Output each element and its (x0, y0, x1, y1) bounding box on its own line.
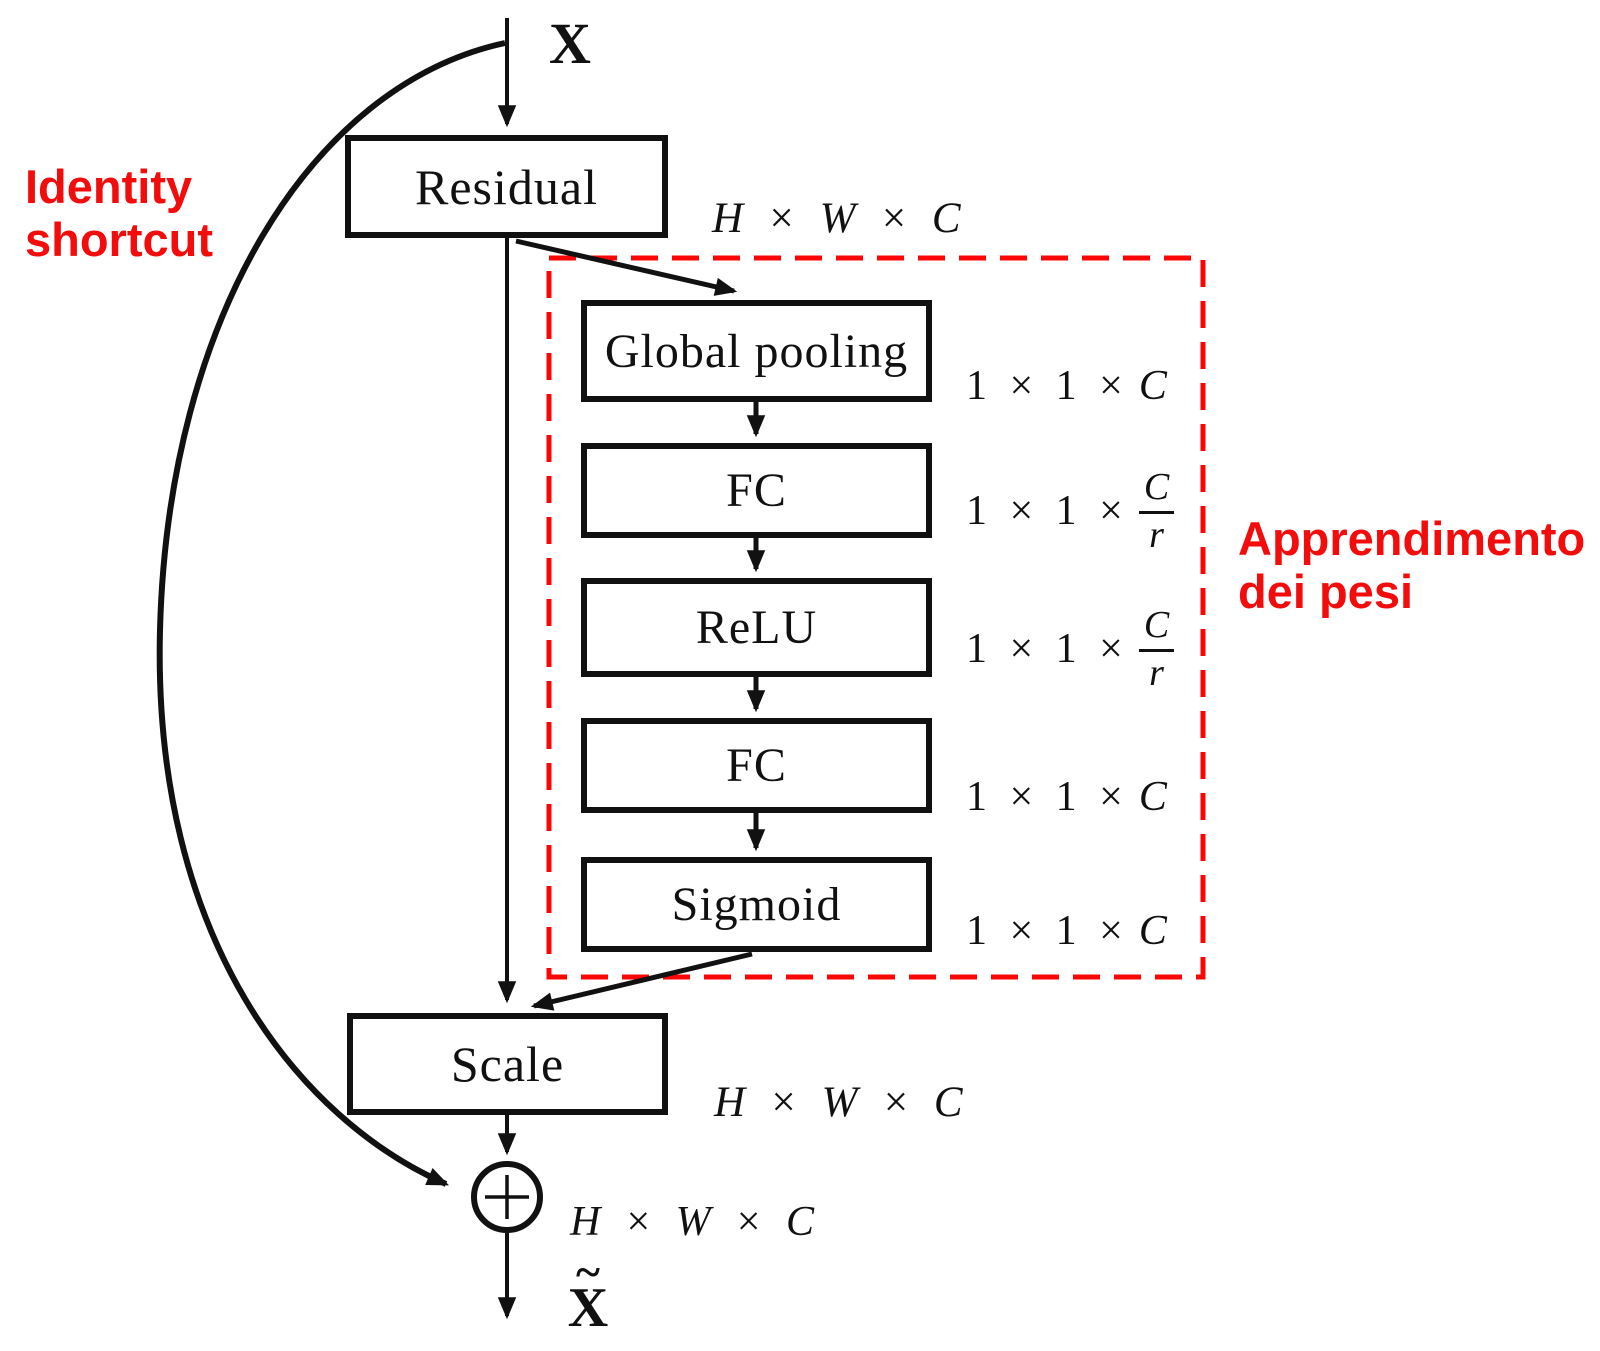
identity-shortcut-note-line2: shortcut (25, 213, 213, 266)
identity-shortcut-note-line1: Identity (25, 160, 193, 213)
fc1-box: FC (581, 443, 932, 538)
weight-learning-note: Apprendimento dei pesi (1238, 512, 1585, 618)
sum-output-dims: H × W × C (570, 1199, 818, 1245)
identity-shortcut-arrow (156, 40, 506, 1187)
dim-prefix: 1 × 1 × (966, 363, 1125, 409)
dim-symbol: C (1138, 774, 1169, 820)
weights-region-dashed-box (546, 255, 1206, 980)
fc2-box: FC (581, 718, 932, 813)
dim-label-fc2: 1 × 1 × C (966, 773, 1169, 821)
weight-learning-note-line1: Apprendimento (1238, 512, 1586, 565)
dim-label-global-pooling: 1 × 1 × C (966, 362, 1169, 410)
plus-operator-icon (485, 1175, 529, 1219)
dim-symbol: C (1138, 363, 1169, 409)
sum-circle (471, 1161, 543, 1233)
residual-to-global-pooling-arrow (515, 238, 738, 296)
dim-prefix: 1 × 1 × (966, 487, 1125, 534)
output-tensor-label: X (567, 1277, 609, 1339)
fraction-denominator: r (1149, 513, 1164, 556)
fraction-numerator: C (1138, 467, 1175, 514)
identity-shortcut-note: Identity shortcut (25, 160, 213, 266)
relu-box: ReLU (581, 578, 932, 677)
scale-output-dims: H × W × C (714, 1079, 966, 1126)
weight-learning-note-line2: dei pesi (1238, 565, 1414, 618)
dim-prefix: 1 × 1 × (966, 908, 1125, 954)
scale-box: Scale (347, 1013, 668, 1115)
residual-output-dims: H × W × C (712, 195, 964, 242)
dim-prefix: 1 × 1 × (966, 625, 1125, 672)
fraction-denominator: r (1149, 651, 1164, 694)
sigmoid-box: Sigmoid (581, 857, 932, 952)
input-tensor-label: X (549, 11, 591, 76)
dim-symbol: C (1138, 908, 1169, 954)
sigmoid-to-scale-arrow (530, 951, 753, 1011)
global-pooling-box: Global pooling (581, 300, 932, 402)
dim-label-sigmoid: 1 × 1 × C (966, 907, 1169, 955)
residual-box: Residual (345, 135, 668, 238)
fraction-numerator: C (1138, 605, 1175, 652)
dim-prefix: 1 × 1 × (966, 774, 1125, 820)
